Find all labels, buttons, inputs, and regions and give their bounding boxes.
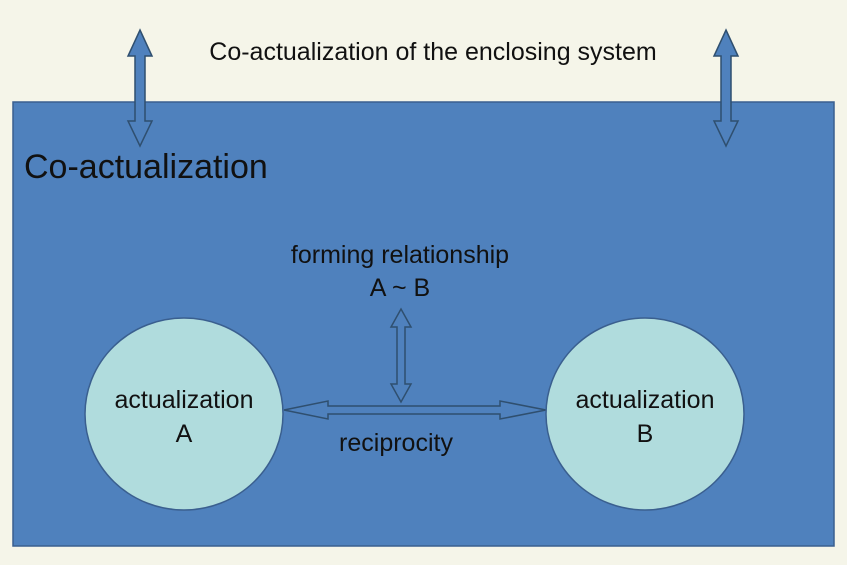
middle-vertical-double-arrow: [389, 307, 413, 404]
actualization-a-node: [84, 317, 284, 511]
node-b-letter: B: [637, 420, 654, 448]
top-caption: Co-actualization of the enclosing system: [209, 38, 656, 66]
left-vertical-double-arrow: [126, 28, 154, 148]
node-a-letter: A: [176, 420, 193, 448]
actualization-b-node: [545, 317, 745, 511]
forming-relationship-label: forming relationship: [291, 241, 509, 269]
node-b-label: actualization: [576, 386, 715, 414]
box-title: Co-actualization: [24, 148, 268, 186]
node-a-label: actualization: [115, 386, 254, 414]
reciprocity-label: reciprocity: [339, 429, 453, 457]
relationship-a-b-label: A ~ B: [370, 274, 430, 302]
right-vertical-double-arrow: [712, 28, 740, 148]
